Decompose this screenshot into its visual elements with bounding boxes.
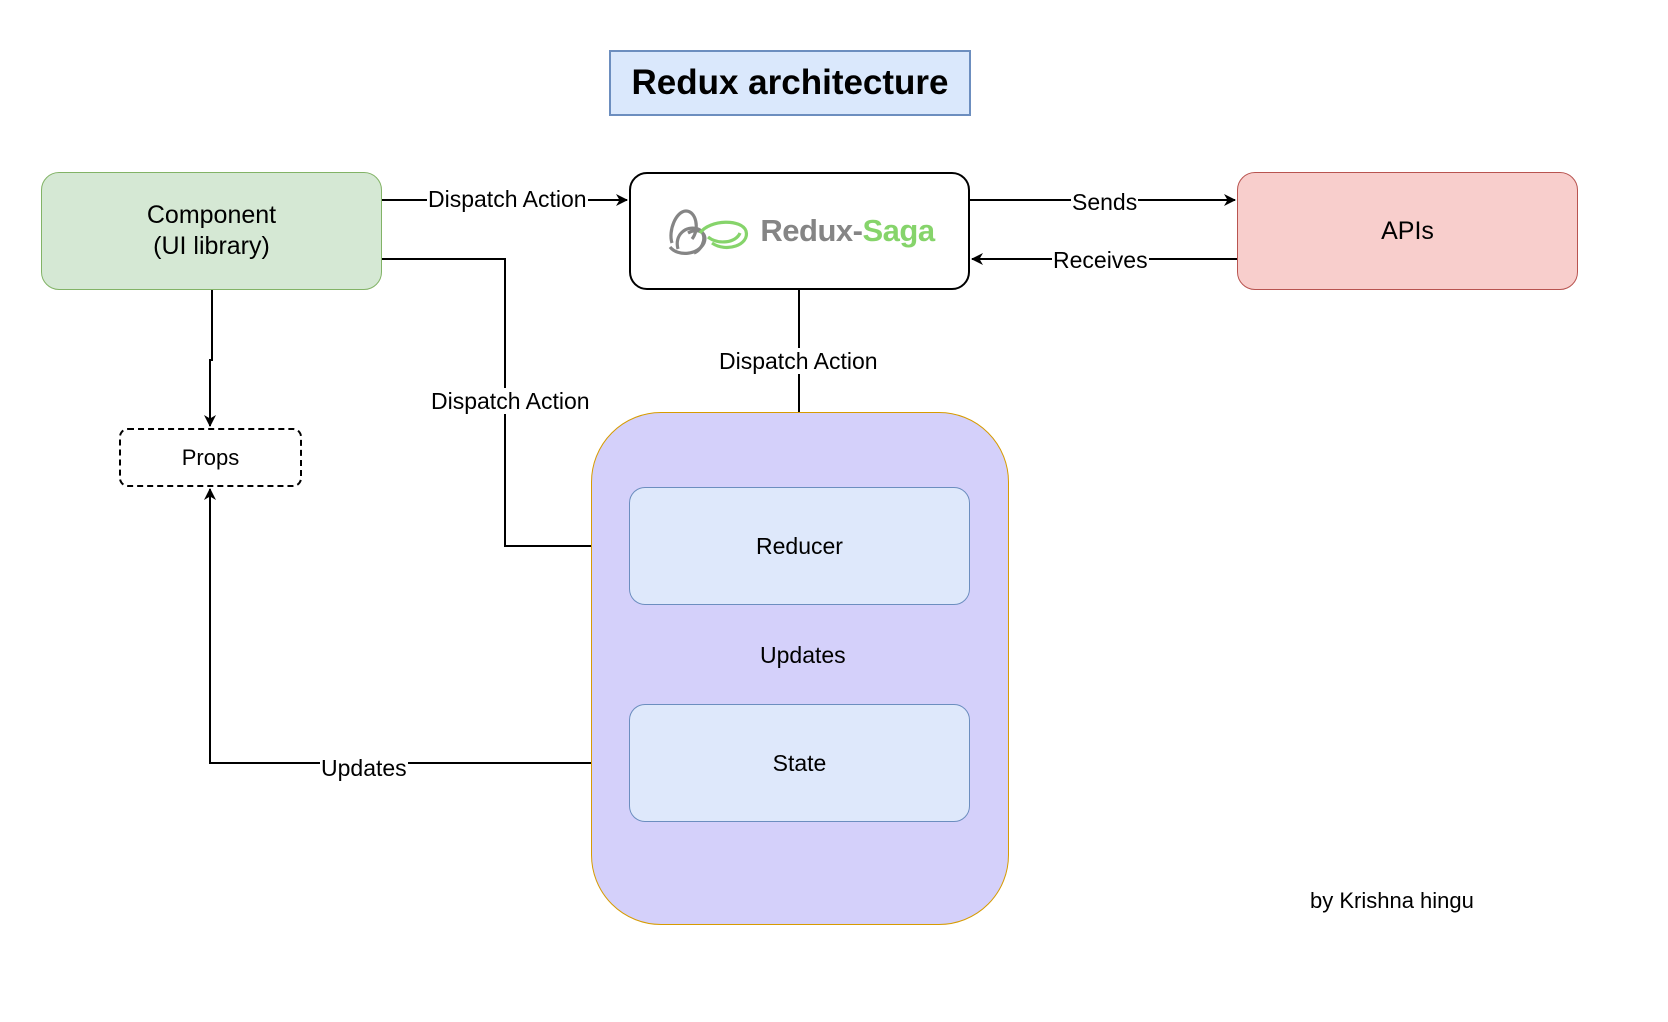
edge-label-component-to-reducer: Dispatch Action bbox=[430, 388, 591, 414]
edge-label-reducer-to-state: Updates bbox=[760, 642, 846, 668]
props-label: Props bbox=[181, 444, 240, 470]
edge-label-sends: Sends bbox=[1071, 189, 1139, 215]
apis-node[interactable]: APIs bbox=[1237, 172, 1578, 290]
redux-saga-node[interactable]: Redux-Saga bbox=[629, 172, 970, 290]
edge-label-receives: Receives bbox=[1052, 247, 1149, 273]
diagram-title: Redux architecture bbox=[609, 50, 971, 116]
edge-label-saga-to-store: Dispatch Action bbox=[718, 348, 879, 374]
author-credit: by Krishna hingu bbox=[1310, 888, 1474, 913]
component-label: Component bbox=[146, 201, 277, 229]
edge-label-state-to-props: Updates bbox=[320, 755, 408, 781]
reducer-label: Reducer bbox=[756, 532, 843, 559]
component-node[interactable]: Component (UI library) bbox=[41, 172, 382, 290]
reducer-node[interactable]: Reducer bbox=[629, 487, 970, 605]
state-node[interactable]: State bbox=[629, 704, 970, 822]
edge-label-component-to-saga: Dispatch Action bbox=[427, 186, 588, 212]
edge-component-to-props bbox=[204, 290, 216, 427]
props-node[interactable]: Props bbox=[119, 428, 302, 487]
redux-saga-logo-icon bbox=[669, 209, 749, 255]
component-sublabel: (UI library) bbox=[153, 232, 270, 260]
state-label: State bbox=[772, 749, 827, 776]
redux-saga-logo: Redux-Saga bbox=[664, 203, 935, 259]
redux-saga-wordmark: Redux-Saga bbox=[760, 213, 935, 248]
apis-label: APIs bbox=[1381, 216, 1434, 245]
edge-state-to-props bbox=[204, 488, 629, 764]
